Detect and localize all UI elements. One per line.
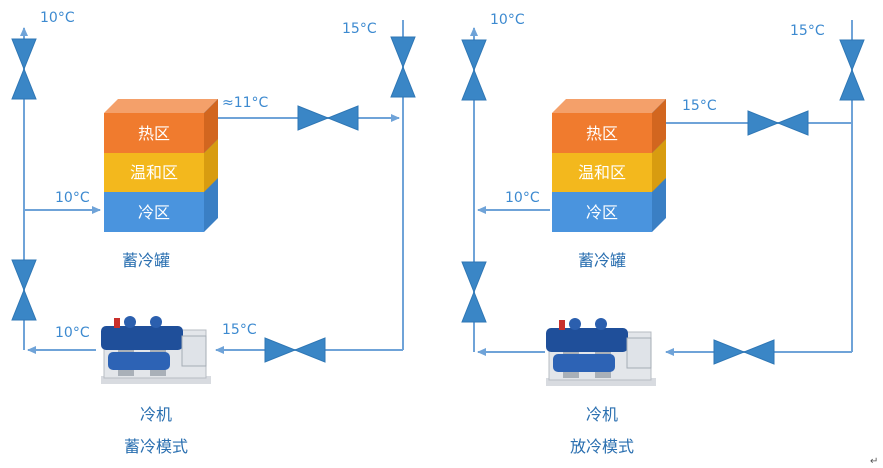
left-tank-hot-zone [104, 113, 204, 153]
left-temp-tank-inlet: 10°C [55, 190, 90, 206]
left-tank-hot-label: 热区 [138, 124, 170, 143]
right-tank-mild-zone [552, 153, 652, 192]
right-temp-top-right: 15°C [790, 23, 825, 39]
left-temp-chiller-in: 15°C [222, 322, 257, 338]
left-tank-mild-zone [104, 153, 204, 192]
right-mode-label: 放冷模式 [570, 437, 634, 456]
right-tank-mild-label: 温和区 [578, 163, 626, 182]
right-valve-top-left[interactable] [461, 39, 487, 101]
left-tank-cold-zone [104, 192, 204, 232]
right-chiller-caption: 冷机 [586, 405, 618, 424]
left-tank-cold-label: 冷区 [138, 203, 170, 222]
left-temp-chiller-out: 10°C [55, 325, 90, 341]
right-tank-cold-zone [552, 192, 652, 232]
left-valve-top-right[interactable] [390, 36, 416, 98]
right-panel: 热区 温和区 冷区 蓄冷罐 冷机 放冷模式 10°C 15°C 15°C 10°… [461, 12, 865, 456]
right-tank-caption: 蓄冷罐 [578, 251, 626, 270]
left-temp-top-right: 15°C [342, 21, 377, 37]
right-chiller-icon [546, 318, 656, 386]
right-tank-hot-zone [552, 113, 652, 153]
left-valve-horizontal-top[interactable] [297, 105, 359, 131]
left-chiller-caption: 冷机 [140, 405, 172, 424]
right-tank-hot-label: 热区 [586, 124, 618, 143]
left-tank-mild-label: 温和区 [130, 163, 178, 182]
right-temp-tank-outlet: 10°C [505, 190, 540, 206]
left-tank-caption: 蓄冷罐 [122, 251, 170, 270]
left-panel: 热区 温和区 冷区 蓄冷罐 冷机 蓄冷模式 10°C 15°C ≈11°C 10… [11, 10, 416, 456]
corner-return-mark: ↵ [870, 456, 878, 467]
left-mode-label: 蓄冷模式 [124, 437, 188, 456]
left-valve-horizontal-bottom[interactable] [264, 337, 326, 363]
right-valve-horizontal-top[interactable] [747, 110, 809, 136]
right-temp-tank-inlet: 15°C [682, 98, 717, 114]
left-storage-tank: 热区 温和区 冷区 [104, 99, 218, 232]
left-temp-tank-outlet: ≈11°C [222, 95, 269, 111]
left-temp-top-left: 10°C [40, 10, 75, 26]
left-valve-mid-left[interactable] [11, 259, 37, 321]
right-temp-top-left: 10°C [490, 12, 525, 28]
right-valve-mid-left[interactable] [461, 261, 487, 323]
right-storage-tank: 热区 温和区 冷区 [552, 99, 666, 232]
left-chiller-icon [101, 316, 211, 384]
left-valve-top-left[interactable] [11, 38, 37, 100]
right-valve-top-right[interactable] [839, 39, 865, 101]
right-valve-horizontal-bottom[interactable] [713, 339, 775, 365]
right-tank-cold-label: 冷区 [586, 203, 618, 222]
